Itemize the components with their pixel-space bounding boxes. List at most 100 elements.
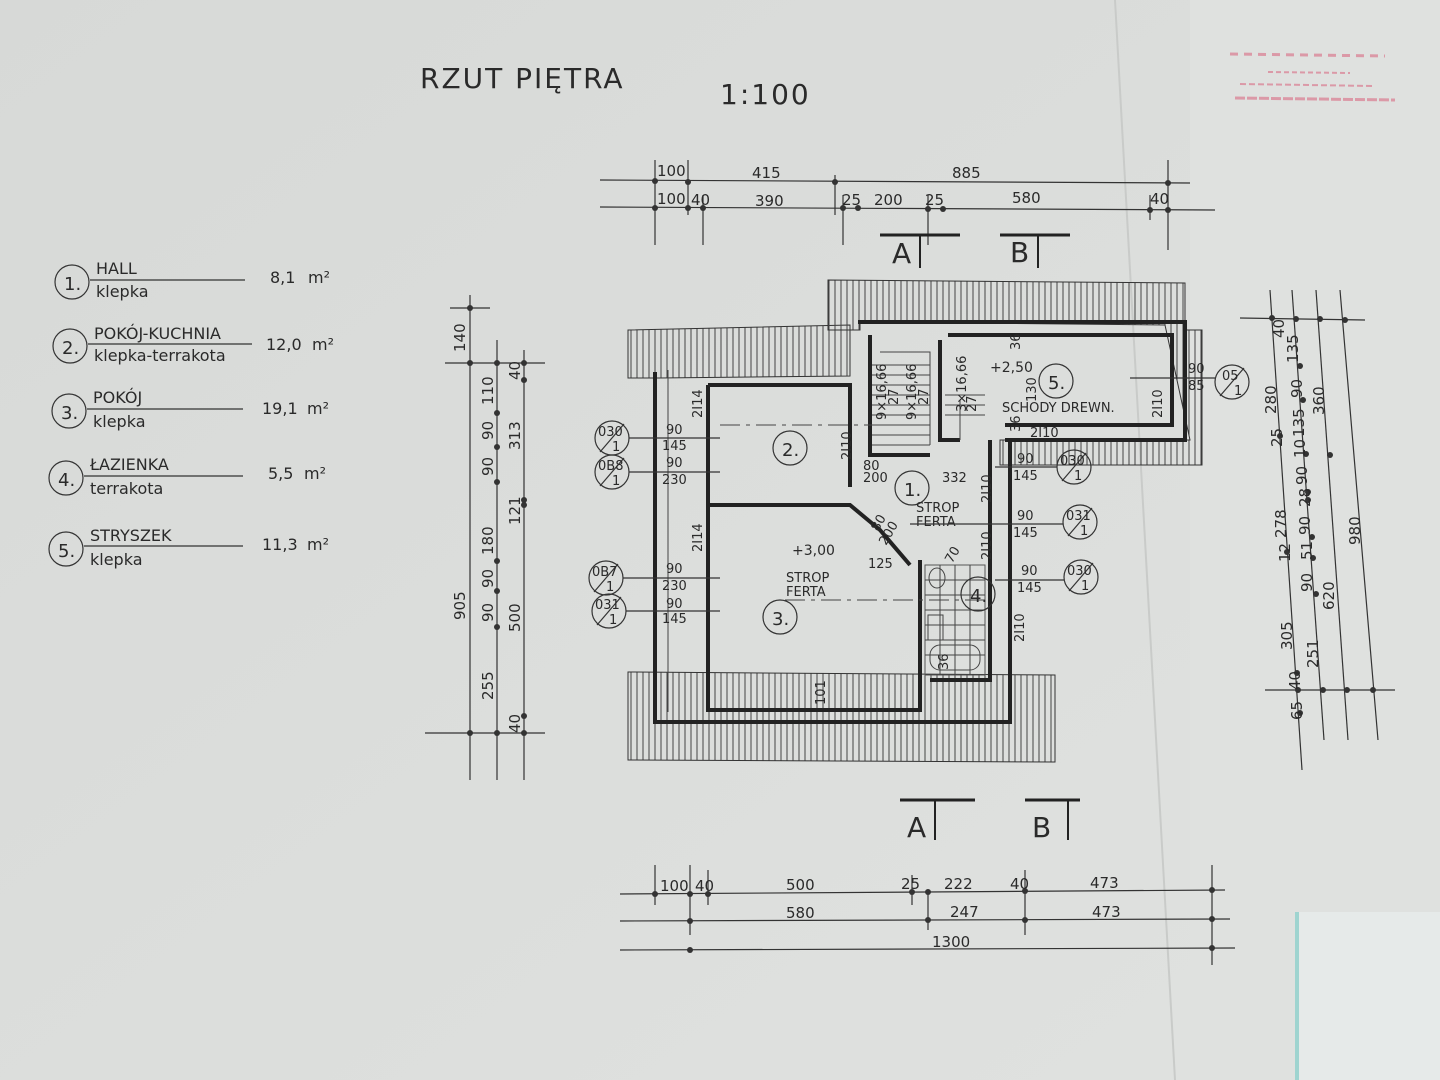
label: 51 — [1298, 541, 1316, 560]
dimension-right: 40 280 25 12 278 305 40 65 135 90 135 10… — [1239, 289, 1395, 771]
label: 100 — [660, 877, 689, 895]
label: 305 — [1278, 621, 1296, 650]
label: 2. — [62, 338, 79, 359]
label: 1 — [612, 474, 620, 489]
label: 980 — [1346, 516, 1364, 545]
label: 12 — [1276, 543, 1294, 562]
label: 1. — [64, 274, 81, 295]
label: 90 — [479, 457, 497, 476]
label: 11,3 — [262, 535, 298, 554]
label: klepka — [96, 282, 149, 301]
label: SCHODY DREWN. — [1002, 401, 1115, 416]
label: 313 — [506, 421, 524, 450]
label: 390 — [755, 192, 784, 210]
label: 5. — [1048, 373, 1065, 394]
label: STROP — [916, 501, 959, 516]
label: 180 — [479, 526, 497, 555]
label: 125 — [868, 557, 893, 572]
label: terrakota — [90, 479, 163, 498]
label: 05 — [1222, 369, 1239, 384]
label: 121 — [506, 496, 524, 525]
label: 1300 — [932, 933, 970, 951]
label: 0B7 — [592, 565, 617, 580]
label: 500 — [786, 876, 815, 894]
label: 140 — [451, 323, 469, 352]
label: 1. — [904, 480, 921, 501]
label: 5,5 — [268, 464, 293, 483]
label: 2I10 — [980, 531, 995, 560]
label: 278 — [1272, 509, 1290, 538]
label: 4. — [58, 470, 75, 491]
label: ŁAZIENKA — [89, 455, 169, 474]
label: STRYSZEK — [90, 526, 172, 545]
label: 280 — [1262, 385, 1280, 414]
label: +2,50 — [990, 360, 1033, 376]
label: HALL — [96, 259, 137, 278]
label: FERTA — [786, 585, 826, 600]
label: 2I14 — [691, 389, 706, 418]
label: 885 — [952, 164, 981, 182]
label: A — [892, 237, 913, 270]
label: 36 — [1009, 415, 1024, 432]
label: 40 — [1150, 190, 1169, 208]
label: 1 — [1081, 579, 1089, 594]
label: 200 — [874, 191, 903, 209]
label: 110 — [479, 376, 497, 405]
label: 2I14 — [691, 523, 706, 552]
label: m² — [312, 335, 334, 354]
label: 90 — [1017, 509, 1034, 524]
label: 28 — [1296, 488, 1314, 507]
label: 580 — [1012, 189, 1041, 207]
label: 25 — [901, 875, 920, 893]
label: 101 — [814, 680, 829, 705]
label: 473 — [1090, 874, 1119, 892]
label: 3. — [772, 609, 789, 630]
label: 90 — [1188, 362, 1205, 377]
label: klepka-terrakota — [94, 346, 226, 365]
label: 40 — [506, 361, 524, 380]
plan-annotations: +2,50 +3,00 STROP FERTA STROP FERTA SCHO… — [691, 333, 1166, 705]
label: 40 — [1286, 671, 1304, 690]
label: 25 — [1268, 428, 1286, 447]
label: 135 — [1284, 334, 1302, 363]
label: POKÓJ — [93, 388, 142, 407]
label: 030 — [1067, 564, 1092, 579]
label: 40 — [695, 877, 714, 895]
label: +3,00 — [792, 543, 835, 559]
label: klepka — [93, 412, 146, 431]
label: 9×16,66 — [905, 364, 920, 420]
label: 1 — [1074, 469, 1082, 484]
label: m² — [308, 268, 330, 287]
staircase — [872, 364, 985, 446]
legend-item: 1. HALL klepka 8,1 m² — [54, 259, 330, 301]
label: 40 — [506, 714, 524, 733]
label: POKÓJ-KUCHNIA — [94, 324, 221, 343]
label: 030 — [598, 425, 623, 440]
label: 90 — [1296, 516, 1314, 535]
label: 1 — [612, 440, 620, 455]
label: 251 — [1304, 639, 1322, 668]
label: 130 — [1025, 377, 1040, 402]
label: 145 — [1013, 526, 1038, 541]
paper-underlay — [1295, 912, 1440, 1080]
label: 19,1 — [262, 399, 298, 418]
label: 031 — [595, 598, 620, 613]
label: FERTA — [916, 515, 956, 530]
label: 100 — [657, 162, 686, 180]
label: 80 — [868, 512, 889, 534]
folded-paper-edge — [1190, 0, 1440, 1080]
label: 40 — [1010, 875, 1029, 893]
label: m² — [307, 535, 329, 554]
label: 90 — [666, 597, 683, 612]
label: 255 — [479, 671, 497, 700]
label: 90 — [1298, 573, 1316, 592]
label: 8,1 — [270, 268, 295, 287]
section-markers-bottom: A B — [900, 798, 1080, 844]
label: 27 — [917, 388, 932, 405]
label: 145 — [662, 612, 687, 627]
